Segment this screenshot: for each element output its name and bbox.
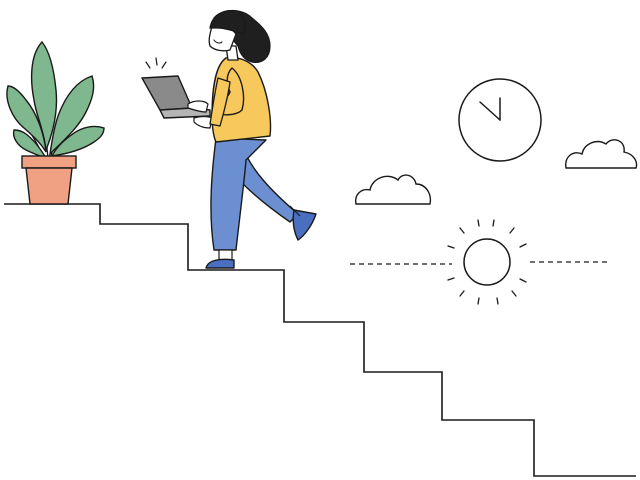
spark-lines xyxy=(145,57,167,69)
staircase xyxy=(4,203,636,477)
sun-icon xyxy=(447,219,527,305)
cloud-icon xyxy=(565,139,638,169)
cloud-icon xyxy=(355,174,432,205)
potted-plant-icon xyxy=(6,40,105,205)
laptop-icon xyxy=(141,75,211,119)
clock-icon xyxy=(458,78,542,162)
person-figure xyxy=(141,9,317,269)
